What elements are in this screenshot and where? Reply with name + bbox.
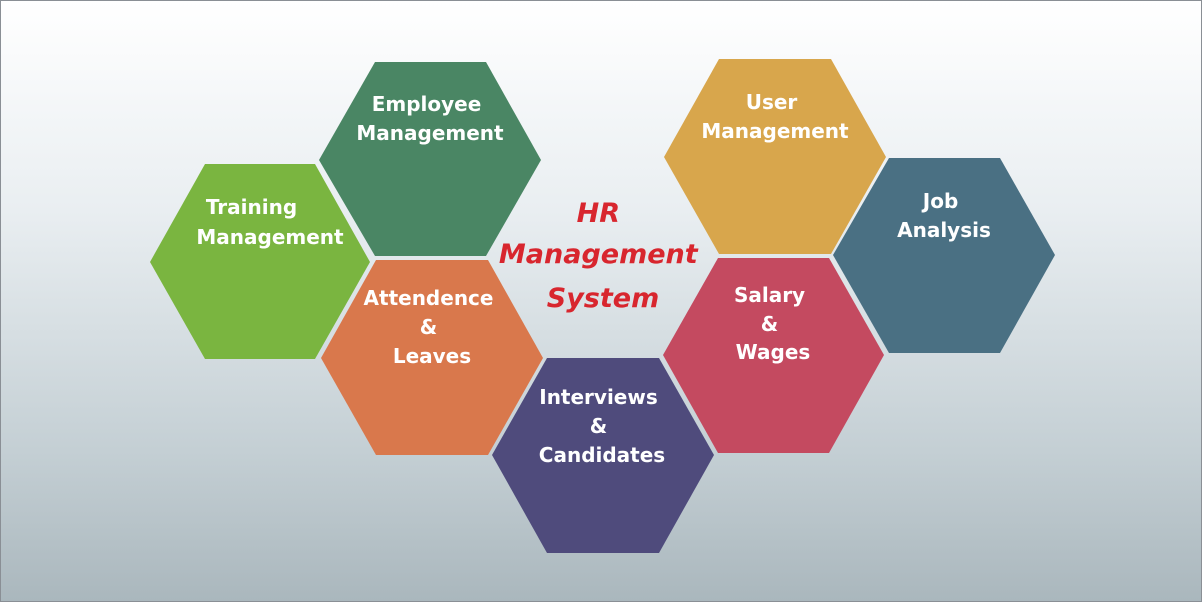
hexagon-job xyxy=(833,158,1055,353)
center-title-line-2: Management xyxy=(499,239,699,270)
hexagon-user xyxy=(664,59,886,254)
job-label-line-1: Job xyxy=(921,189,959,213)
attendence-label-line-3: Leaves xyxy=(393,344,471,368)
svg-text:Job Analysis: Job Analysis xyxy=(897,189,991,242)
module-training-management: Training Management xyxy=(150,164,370,359)
training-label-line-1: Training xyxy=(206,195,297,219)
hexagon-employee xyxy=(319,62,541,256)
center-title: HR Management System xyxy=(499,198,707,314)
svg-text:Attendence & L: Attendence & Leaves xyxy=(364,286,501,368)
attendence-label-line-1: Attendence xyxy=(364,286,494,310)
svg-text:Salary & Wages: Salary & Wages xyxy=(734,283,812,364)
hexagon-interviews xyxy=(492,358,714,553)
job-label-line-2: Analysis xyxy=(897,218,991,242)
salary-label-line-1: Salary xyxy=(734,283,805,307)
user-label-line-1: User xyxy=(746,90,798,114)
salary-label-line-2: & xyxy=(761,312,778,336)
svg-text:Interviews & C: Interviews & Candidates xyxy=(539,385,665,467)
hexagon-training xyxy=(150,164,370,359)
attendence-label-line-2: & xyxy=(420,315,437,339)
svg-text:Employee Management: Employee Management xyxy=(356,92,504,145)
hexagon-salary xyxy=(663,258,884,453)
hexagon-attendence xyxy=(321,260,543,455)
module-salary-wages: Salary & Wages xyxy=(663,258,884,453)
center-title-line-1: HR xyxy=(577,198,620,229)
module-attendence-leaves: Attendence & Leaves xyxy=(321,260,543,455)
employee-label-line-2: Management xyxy=(356,121,504,145)
module-interviews-candidates: Interviews & Candidates xyxy=(492,358,714,553)
user-label-line-2: Management xyxy=(701,119,849,143)
training-label-line-2: Management xyxy=(196,225,344,249)
interviews-label-line-3: Candidates xyxy=(539,443,665,467)
module-employee-management: Employee Management xyxy=(319,62,541,256)
module-user-management: User Management xyxy=(664,59,886,254)
interviews-label-line-1: Interviews xyxy=(539,385,658,409)
svg-text:User Management: User Management xyxy=(701,90,849,143)
salary-label-line-3: Wages xyxy=(736,340,811,364)
svg-text:Training Management: Training Management xyxy=(196,195,344,249)
interviews-label-line-2: & xyxy=(590,414,607,438)
employee-label-line-1: Employee xyxy=(372,92,482,116)
center-title-line-3: System xyxy=(547,283,659,314)
module-job-analysis: Job Analysis xyxy=(833,158,1055,353)
